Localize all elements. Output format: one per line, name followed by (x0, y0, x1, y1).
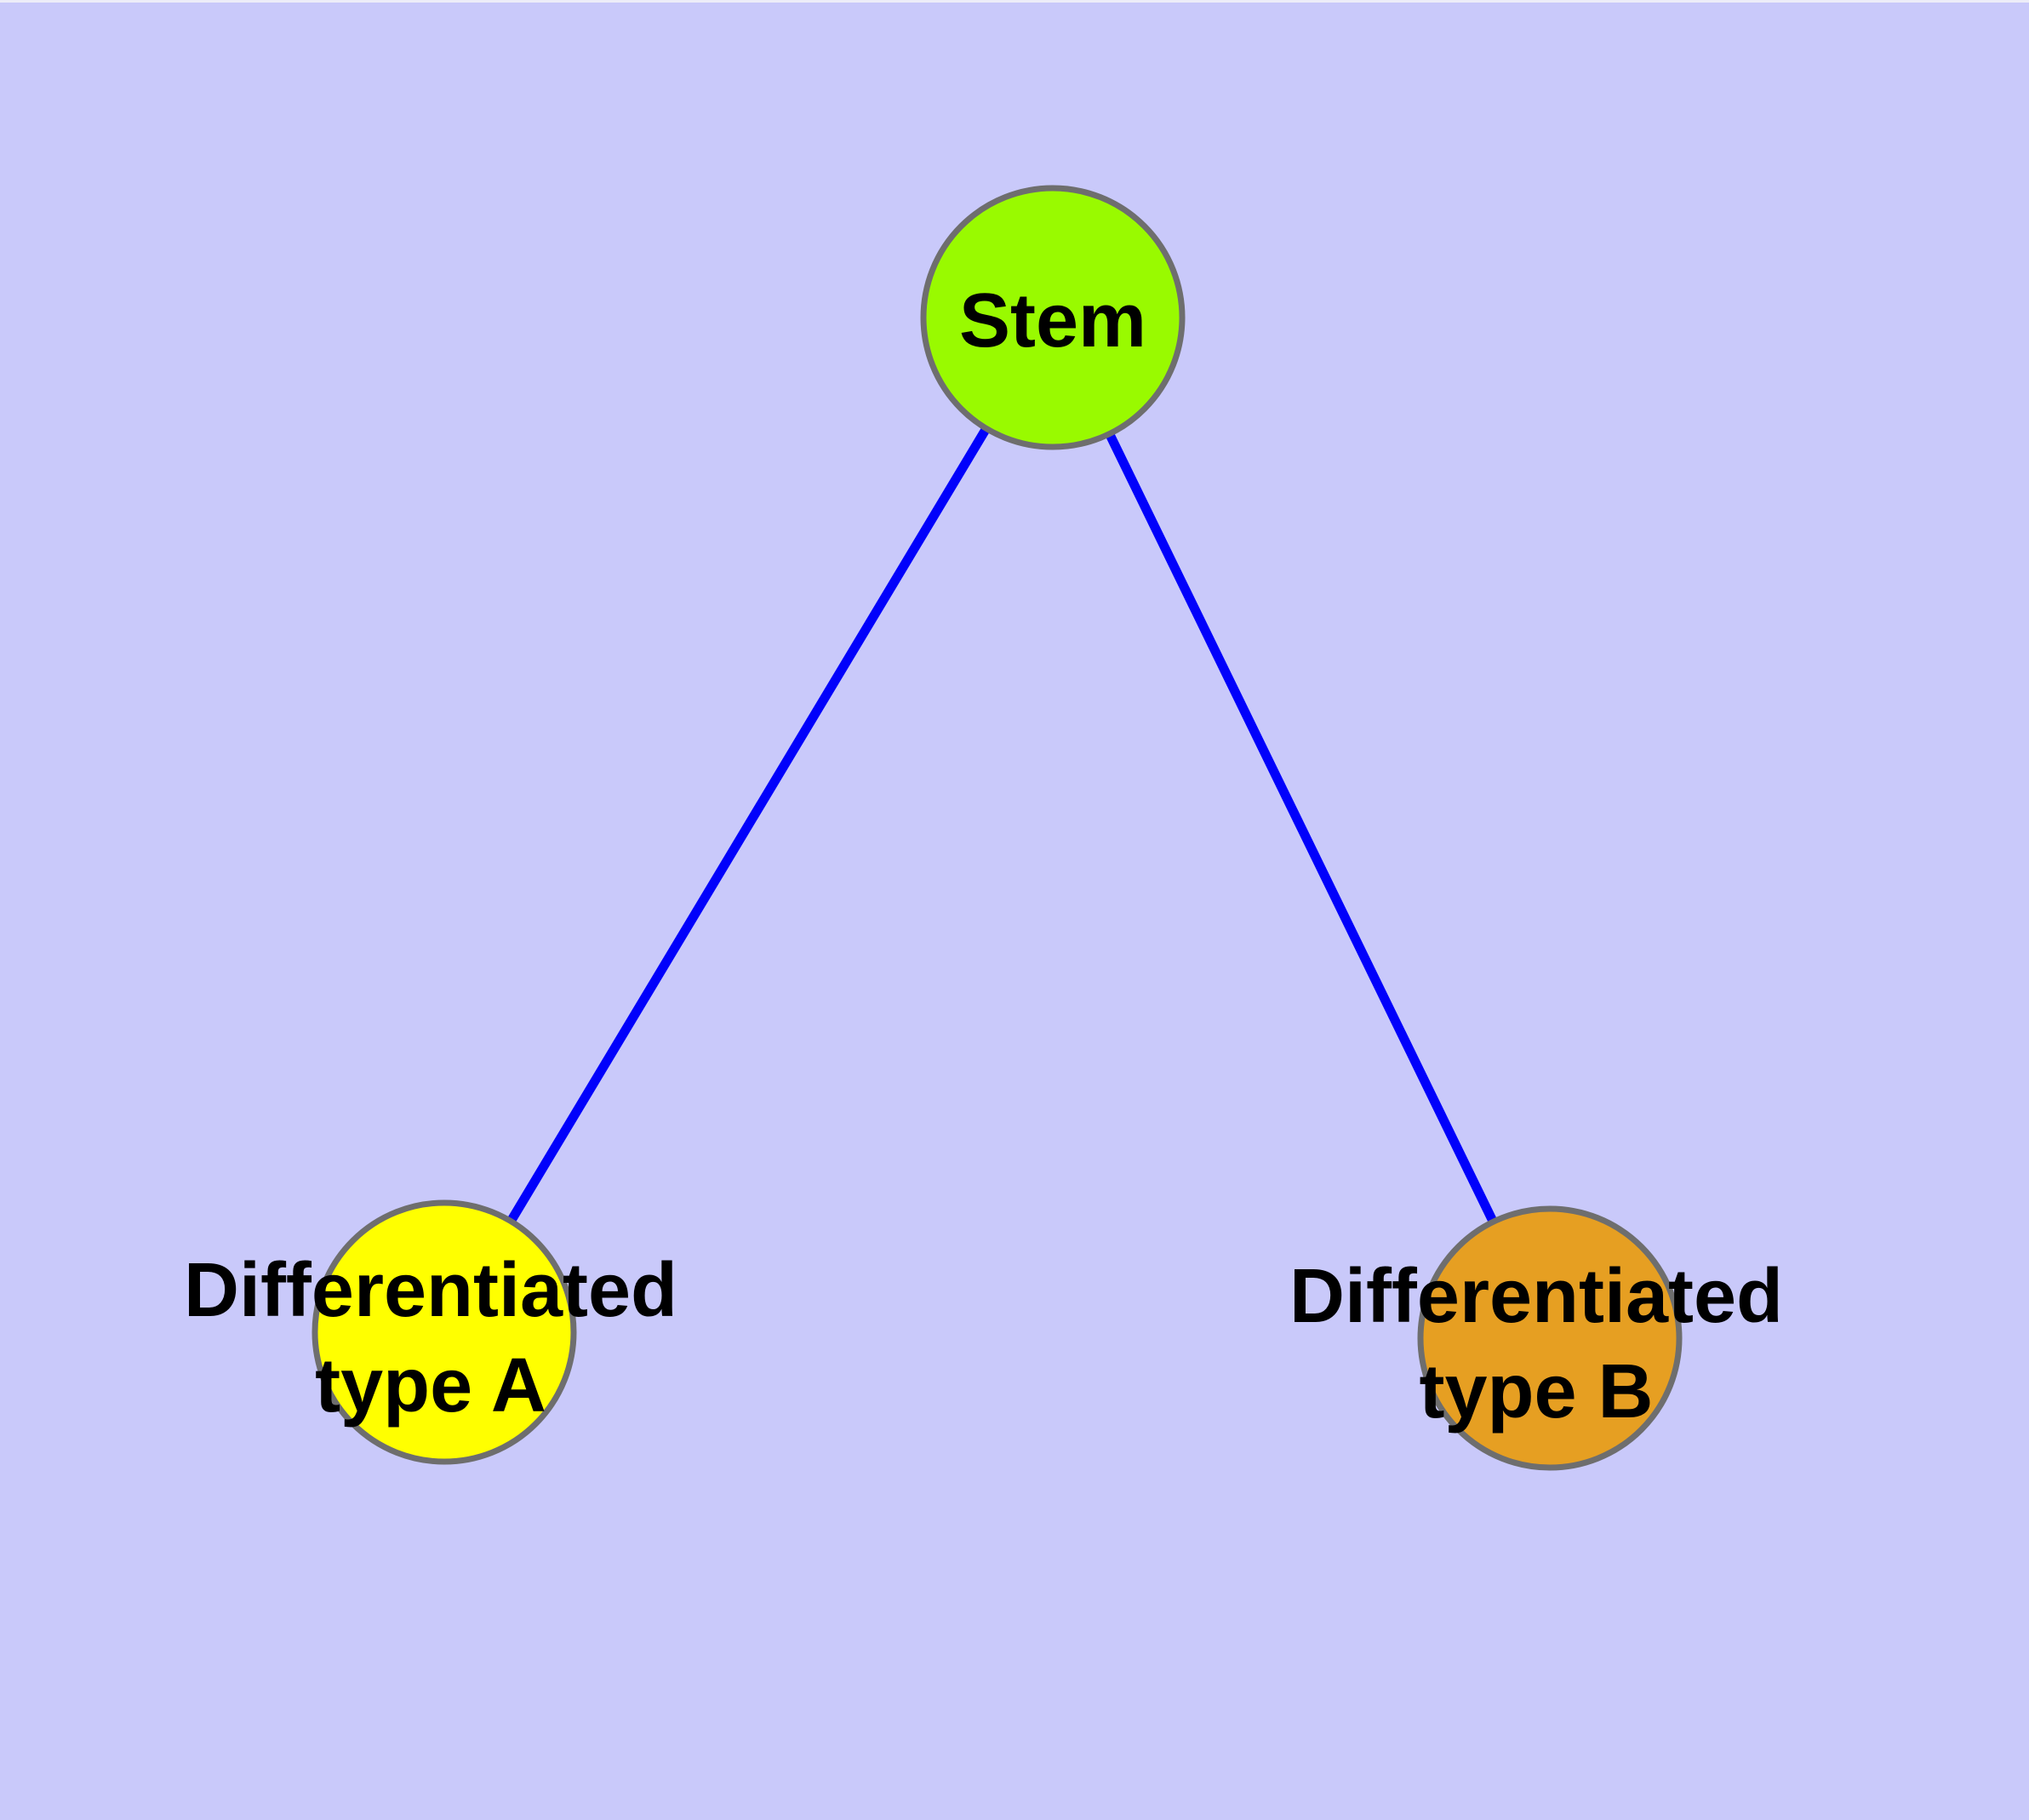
node-differentiated-type-a-circle (311, 1199, 577, 1465)
edge-stem-to-differentiated-type-a (439, 312, 1058, 1337)
node-stem-label: Stem (959, 278, 1146, 363)
node-stem-circle (920, 185, 1186, 450)
edge-stem-to-differentiated-type-b (1048, 312, 1555, 1343)
node-differentiated-type-b-label: Differentiated type B (1289, 1254, 1783, 1434)
node-differentiated-type-a-label-line1: Differentiated (184, 1248, 677, 1333)
node-differentiated-type-b-label-line2: type B (1419, 1349, 1653, 1434)
top-margin-strip (0, 0, 2029, 3)
node-differentiated-type-a-label-line2: type A (315, 1343, 546, 1428)
node-differentiated-type-b-circle (1417, 1205, 1683, 1471)
node-differentiated-type-b-label-line1: Differentiated (1289, 1254, 1783, 1339)
node-differentiated-type-a-label: Differentiated type A (184, 1248, 677, 1428)
